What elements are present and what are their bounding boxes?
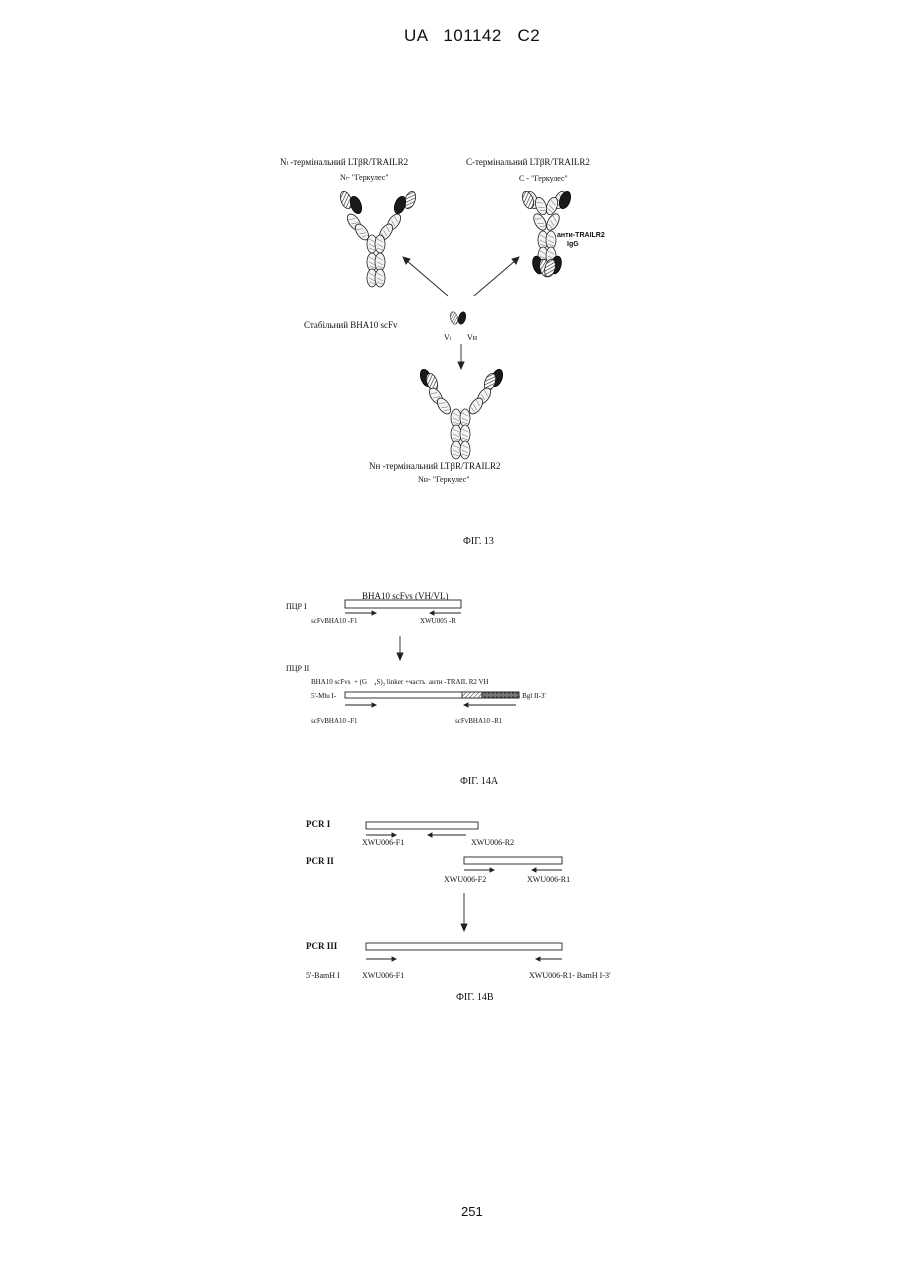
fig14b-pcr3-bar (366, 943, 562, 950)
fig14b-pcr2-bar (464, 857, 562, 864)
fig14b-pcr1-bar (366, 822, 478, 829)
page-number: 251 (461, 1204, 483, 1219)
